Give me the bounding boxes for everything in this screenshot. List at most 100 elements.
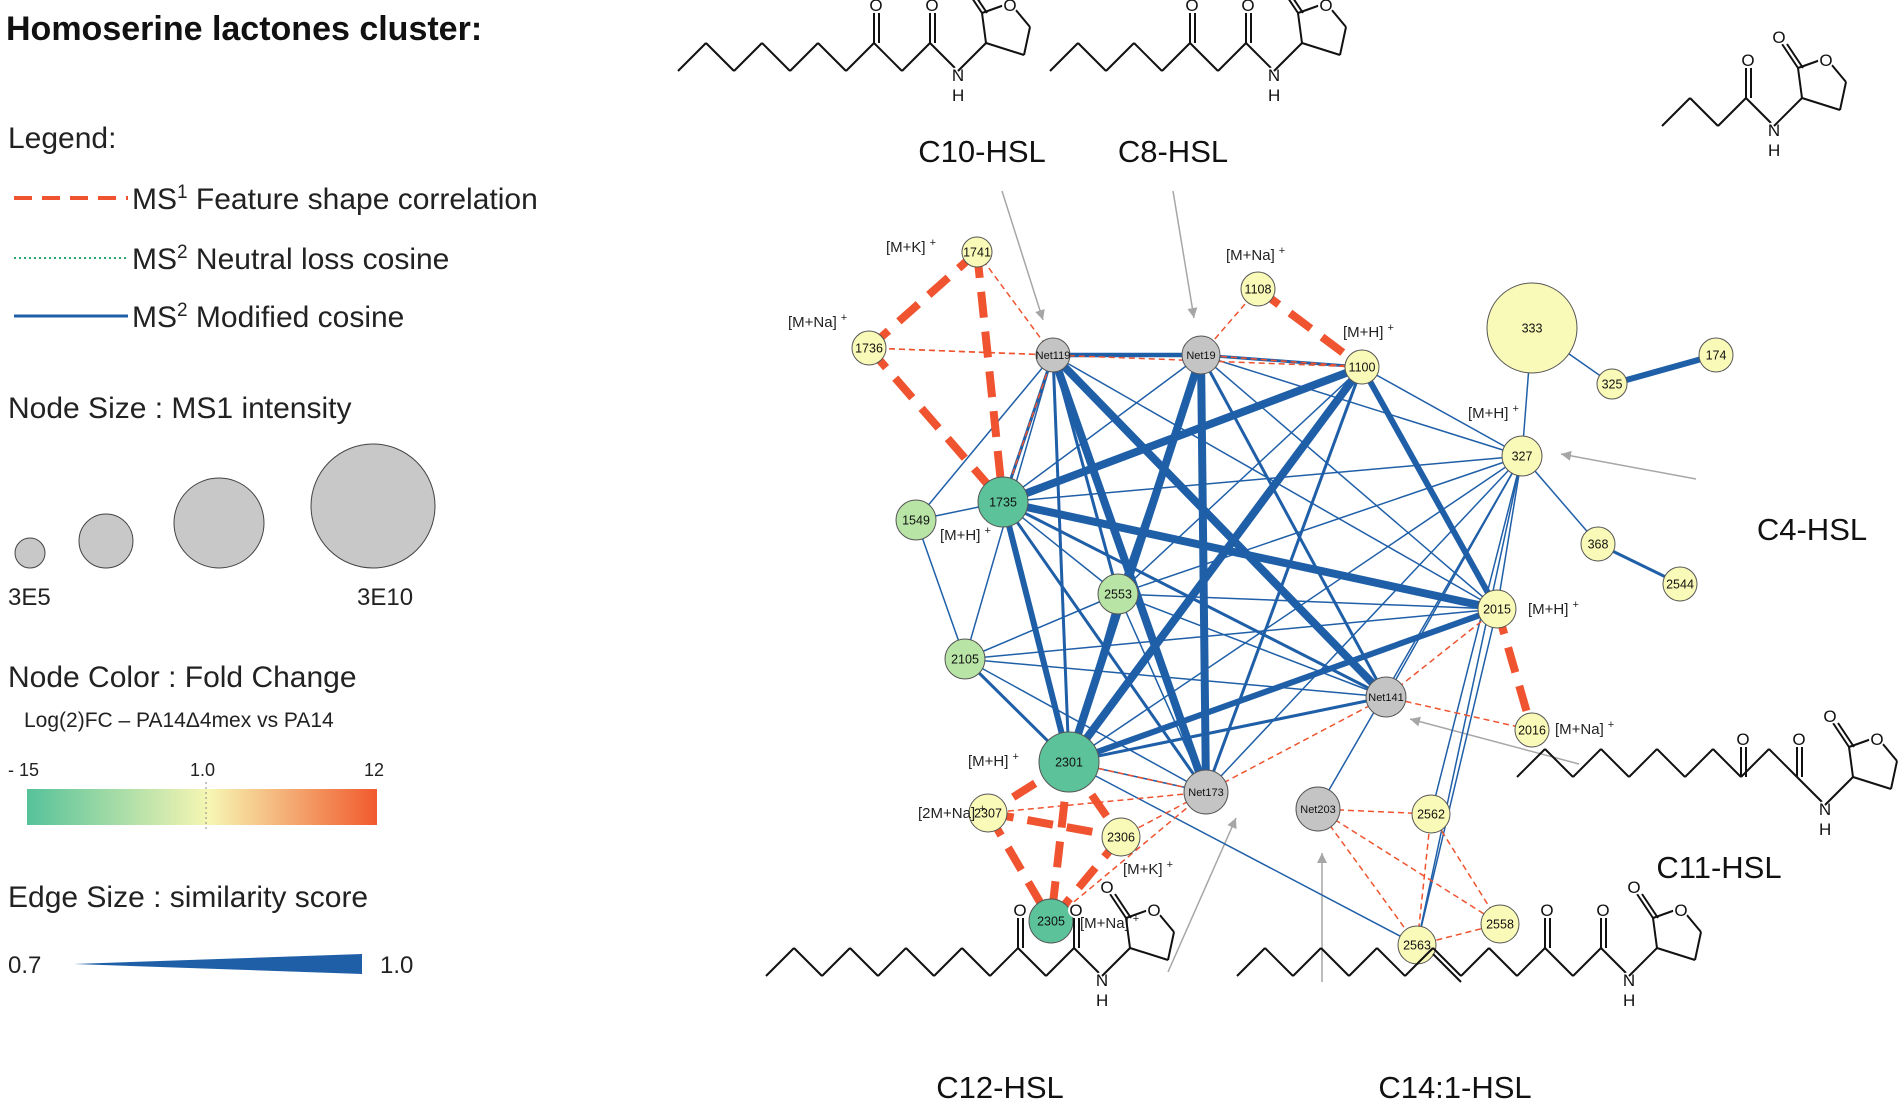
edge-1741-Net119 xyxy=(976,251,1054,356)
node-circle[interactable] xyxy=(895,499,937,541)
node-Net141[interactable]: Net141 xyxy=(1365,676,1407,718)
node-circle[interactable] xyxy=(1295,786,1341,832)
node-2016[interactable]: 2016 xyxy=(1514,712,1550,748)
node-1549[interactable]: 1549 xyxy=(895,499,937,541)
node-2105[interactable]: 2105 xyxy=(944,638,986,680)
node-circle[interactable] xyxy=(968,793,1008,833)
svg-text:N: N xyxy=(952,66,964,85)
edge-1549-2105 xyxy=(915,519,966,660)
node-circle[interactable] xyxy=(977,476,1029,528)
arrow-C4-HSL xyxy=(1560,450,1697,480)
node-circle[interactable] xyxy=(1480,904,1520,944)
node-circle[interactable] xyxy=(1038,731,1100,793)
node-circle[interactable] xyxy=(1486,282,1578,374)
node-size-circle-2 xyxy=(78,513,134,569)
node-circle[interactable] xyxy=(1035,337,1071,373)
edge-2301-Net141 xyxy=(1068,695,1387,764)
svg-text:O: O xyxy=(1674,901,1687,920)
node-2305[interactable]: 2305 xyxy=(1028,898,1074,944)
edge-Net19-2301 xyxy=(1065,353,1205,764)
node-circle[interactable] xyxy=(1596,368,1628,400)
node-circle[interactable] xyxy=(1365,676,1407,718)
node-325[interactable]: 325 xyxy=(1596,368,1628,400)
node-circle[interactable] xyxy=(1580,526,1616,562)
node-1108[interactable]: 1108 xyxy=(1240,271,1276,307)
node-327[interactable]: 327 xyxy=(1501,435,1543,477)
node-Net173[interactable]: Net173 xyxy=(1183,769,1229,815)
node-2544[interactable]: 2544 xyxy=(1662,566,1698,602)
node-1741[interactable]: 1741 xyxy=(961,236,993,268)
node-333[interactable]: 333 xyxy=(1486,282,1578,374)
node-2558[interactable]: 2558 xyxy=(1480,904,1520,944)
svg-text:H: H xyxy=(1096,991,1108,1010)
edge-Net119-1735 xyxy=(1002,354,1054,503)
node-label: 2553 xyxy=(1104,588,1132,602)
node-circle[interactable] xyxy=(1181,335,1221,375)
node-label: Net203 xyxy=(1300,804,1335,816)
node-2553[interactable]: 2553 xyxy=(1097,573,1139,615)
node-circle[interactable] xyxy=(961,236,993,268)
node-circle[interactable] xyxy=(1101,817,1141,857)
node-2306[interactable]: 2306 xyxy=(1101,817,1141,857)
node-Net119[interactable]: Net119 xyxy=(1035,337,1071,373)
adduct-label-2015: [M+H]+ xyxy=(1528,599,1579,618)
node-circle[interactable] xyxy=(1097,573,1139,615)
edge-size-title: Edge Size : similarity score xyxy=(8,881,368,914)
svg-text:O: O xyxy=(1147,901,1160,920)
node-label: Net173 xyxy=(1188,787,1223,799)
edge-1736-1100 xyxy=(868,347,1363,368)
node-circle[interactable] xyxy=(944,638,986,680)
node-1100[interactable]: 1100 xyxy=(1344,349,1380,385)
svg-text:O: O xyxy=(869,0,882,15)
node-174[interactable]: 174 xyxy=(1698,337,1734,373)
node-circle[interactable] xyxy=(1698,337,1734,373)
node-2562[interactable]: 2562 xyxy=(1411,794,1451,834)
node-1735[interactable]: 1735 xyxy=(977,476,1029,528)
node-circle[interactable] xyxy=(1183,769,1229,815)
compound-label: C10-HSL xyxy=(918,134,1046,169)
svg-text:O: O xyxy=(1540,901,1553,920)
node-label: 2562 xyxy=(1417,808,1445,822)
svg-text:N: N xyxy=(1768,121,1780,140)
node-circle[interactable] xyxy=(1344,349,1380,385)
node-circle[interactable] xyxy=(1477,589,1517,629)
arrow-C10-HSL xyxy=(1001,190,1045,321)
node-label: Net119 xyxy=(1036,350,1071,362)
node-Net19[interactable]: Net19 xyxy=(1181,335,1221,375)
node-label: 2015 xyxy=(1483,603,1511,617)
node-circle[interactable] xyxy=(1411,794,1451,834)
node-2307[interactable]: 2307 xyxy=(968,793,1008,833)
node-1736[interactable]: 1736 xyxy=(851,330,887,366)
node-2015[interactable]: 2015 xyxy=(1477,589,1517,629)
edge-1736-1741 xyxy=(866,249,980,351)
edge-1736-1735 xyxy=(865,345,1007,505)
svg-text:O: O xyxy=(1819,51,1832,70)
node-circle[interactable] xyxy=(1514,712,1550,748)
node-label: 1108 xyxy=(1245,283,1272,297)
node-size-circle-1 xyxy=(14,537,46,569)
node-Net203[interactable]: Net203 xyxy=(1295,786,1341,832)
edge-2307-Net173 xyxy=(987,791,1207,814)
edge-Net119-Net141 xyxy=(1050,352,1389,700)
adduct-labels: [M+K]+[M+Na]+[M+Na]+[M+H]+[M+H]+[M+H]+[M… xyxy=(788,237,1614,932)
adduct-label-327: [M+H]+ xyxy=(1468,403,1519,422)
node-circle[interactable] xyxy=(1501,435,1543,477)
node-2301[interactable]: 2301 xyxy=(1038,731,1100,793)
node-label: 368 xyxy=(1588,538,1609,552)
legend-ms1-label: MS1 Feature shape correlation xyxy=(132,182,538,216)
node-circle[interactable] xyxy=(1240,271,1276,307)
adduct-label-2301: [M+H]+ xyxy=(968,751,1019,770)
node-368[interactable]: 368 xyxy=(1580,526,1616,562)
node-circle[interactable] xyxy=(1662,566,1698,602)
node-label: Net141 xyxy=(1368,692,1403,704)
node-label: 2105 xyxy=(951,653,979,667)
legend-neutral-loss-label: MS2 Neutral loss cosine xyxy=(132,242,449,276)
node-circle[interactable] xyxy=(851,330,887,366)
edge-Net141-2553 xyxy=(1117,593,1387,698)
svg-text:H: H xyxy=(1768,141,1780,160)
node-label: 2544 xyxy=(1666,578,1694,592)
node-2563[interactable]: 2563 xyxy=(1397,925,1437,965)
edge-Net203-2563 xyxy=(1317,808,1418,946)
figure-title: Homoserine lactones cluster: xyxy=(6,10,482,48)
